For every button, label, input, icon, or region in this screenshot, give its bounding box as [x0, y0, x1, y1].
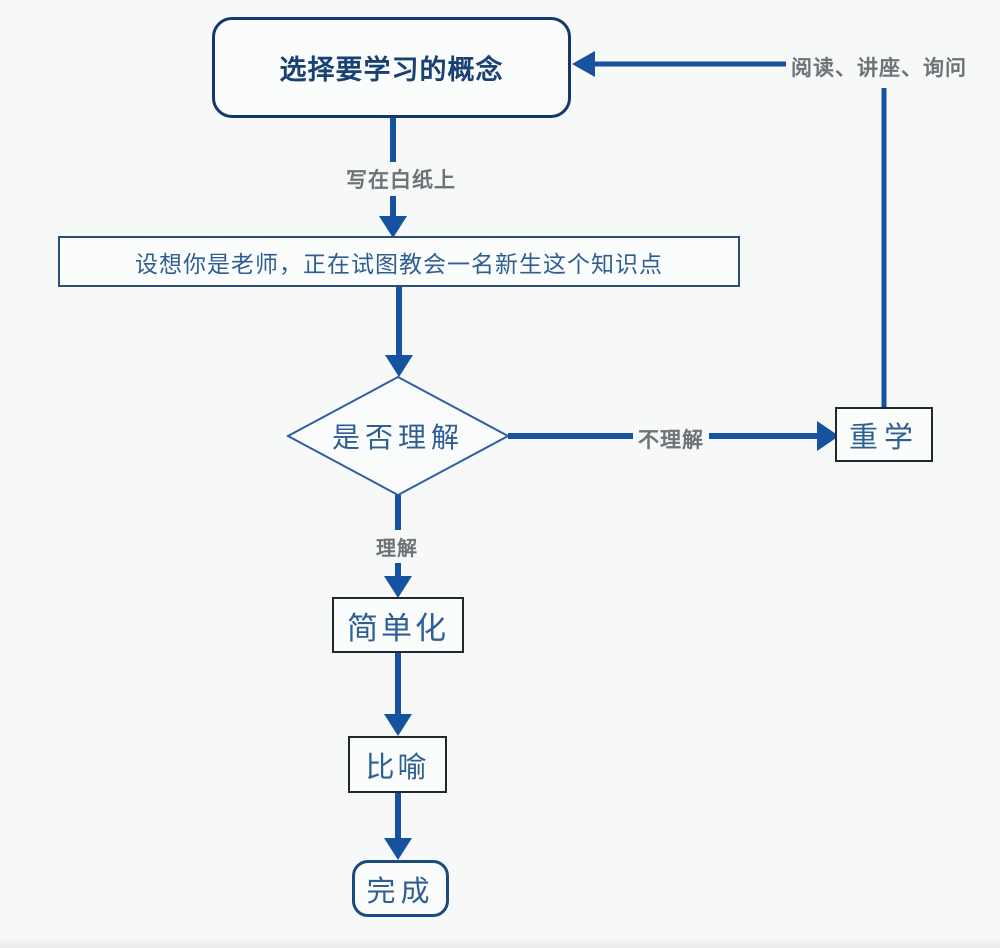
node-decision-understand: 是否理解 [331, 423, 464, 454]
node-start-concept: 选择要学习的概念 [212, 17, 571, 118]
edge-label-write-on-paper: 写在白纸上 [341, 162, 461, 196]
edge-simplify-to-analogy-arrowhead-icon [384, 714, 412, 736]
edge-teach-to-decision-arrowhead-icon [385, 355, 413, 377]
node-done: 完成 [352, 860, 449, 917]
edge-start-to-teach-arrowhead-icon [379, 216, 407, 238]
edge-analogy-to-done-arrowhead-icon [384, 838, 412, 860]
edge-decision-to-relearn-arrowhead-icon [817, 421, 839, 451]
node-analogy: 比喻 [348, 736, 447, 793]
edge-label-understood: 理解 [371, 530, 423, 563]
node-teach-newcomer: 设想你是老师，正在试图教会一名新生这个知识点 [58, 236, 740, 287]
edge-decision-to-simplify-arrowhead-icon [384, 576, 412, 598]
node-relearn: 重学 [835, 407, 933, 462]
edge-label-not-understood: 不理解 [633, 422, 709, 456]
edge-methods-to-start-arrowhead-icon [572, 51, 595, 77]
node-simplify: 简单化 [332, 597, 464, 653]
edge-label-relearn-methods: 阅读、讲座、询问 [786, 50, 972, 84]
